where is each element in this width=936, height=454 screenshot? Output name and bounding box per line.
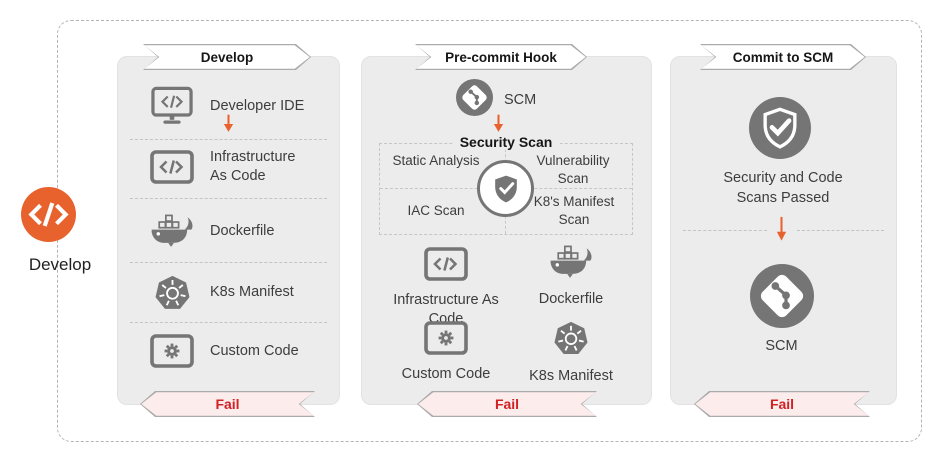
item-label: K8s Manifest <box>529 368 613 384</box>
row-divider <box>130 198 327 199</box>
banner-title: Develop <box>200 49 254 65</box>
docker-whale-icon <box>146 214 198 249</box>
code-brackets-icon <box>21 187 76 242</box>
develop-lane: Developer IDE Infrastructure As <box>117 56 340 405</box>
fail-label: Fail <box>494 396 520 412</box>
docker-whale-icon <box>548 245 594 285</box>
pre-commit-hook-lane: SCM Security Scan Static Analysis Vulner… <box>361 56 652 405</box>
stage-banner-commit-to-scm: Commit to SCM <box>700 44 866 70</box>
fail-label: Fail <box>215 396 240 412</box>
quadrant-vulnerability-scan: Vulnerability Scan <box>536 153 610 186</box>
item-label: Custom Code <box>210 342 299 359</box>
artifact-infrastructure-as-code: Infrastructure As Code <box>384 247 508 328</box>
stage-banner-pre-commit-hook: Pre-commit Hook <box>415 44 587 70</box>
developer-ide-row: Developer IDE <box>146 82 318 130</box>
down-arrow-icon <box>222 114 235 138</box>
item-label: Custom Code <box>401 366 491 382</box>
developer-ide-icon <box>146 86 198 126</box>
artifact-k8s-manifest: K8s Manifest <box>509 319 633 386</box>
security-scan-box: Security Scan Static Analysis Vulnerabil… <box>379 134 633 235</box>
iac-row: Infrastructure As Code <box>146 143 318 191</box>
shield-check-icon <box>477 160 534 217</box>
fail-banner-commit-to-scm: Fail <box>694 391 870 417</box>
scm-label: SCM <box>504 91 537 108</box>
row-divider <box>130 139 327 140</box>
stage-banner-develop: Develop <box>143 44 311 70</box>
kubernetes-icon <box>146 273 198 312</box>
scm-node: SCM <box>456 79 536 121</box>
fail-label: Fail <box>769 396 795 412</box>
security-scan-title: Security Scan <box>452 134 560 150</box>
shield-check-circle-icon <box>749 97 811 164</box>
item-label: Infrastructure As Code <box>210 149 296 184</box>
code-window-icon <box>146 150 198 184</box>
commit-to-scm-lane: Security and Code Scans Passed <box>670 56 897 405</box>
section-divider <box>797 230 884 231</box>
code-window-icon <box>424 247 468 286</box>
banner-title: Commit to SCM <box>732 49 834 65</box>
fail-banner-develop: Fail <box>140 391 315 417</box>
scm-label: SCM <box>765 338 798 354</box>
gear-window-icon <box>424 321 468 360</box>
quadrant-k8s-manifest-scan: K8's Manifest Scan <box>533 194 615 227</box>
quadrant-iac-scan: IAC Scan <box>407 203 465 218</box>
gear-window-icon <box>146 334 198 368</box>
scans-passed-label: Security and Code Scans Passed <box>723 170 843 206</box>
dockerfile-row: Dockerfile <box>146 207 318 255</box>
item-label: Developer IDE <box>210 97 305 114</box>
develop-node-label: Develop <box>28 255 92 274</box>
row-divider <box>130 262 327 263</box>
down-arrow-icon <box>775 216 788 247</box>
git-scm-icon <box>750 264 814 333</box>
banner-title: Pre-commit Hook <box>445 49 557 65</box>
artifact-custom-code: Custom Code <box>384 321 508 384</box>
artifact-dockerfile: Dockerfile <box>509 245 633 309</box>
item-label: Dockerfile <box>538 291 604 307</box>
item-label: Dockerfile <box>210 222 275 239</box>
git-scm-icon <box>456 79 493 121</box>
custom-code-row: Custom Code <box>146 327 318 375</box>
kubernetes-icon <box>552 319 590 362</box>
item-label: K8s Manifest <box>210 283 294 300</box>
down-arrow-icon <box>492 114 505 138</box>
section-divider <box>683 230 767 231</box>
quadrant-static-analysis: Static Analysis <box>392 153 480 168</box>
fail-banner-pre-commit-hook: Fail <box>417 391 597 417</box>
k8s-manifest-row: K8s Manifest <box>146 268 318 316</box>
row-divider <box>130 322 327 323</box>
